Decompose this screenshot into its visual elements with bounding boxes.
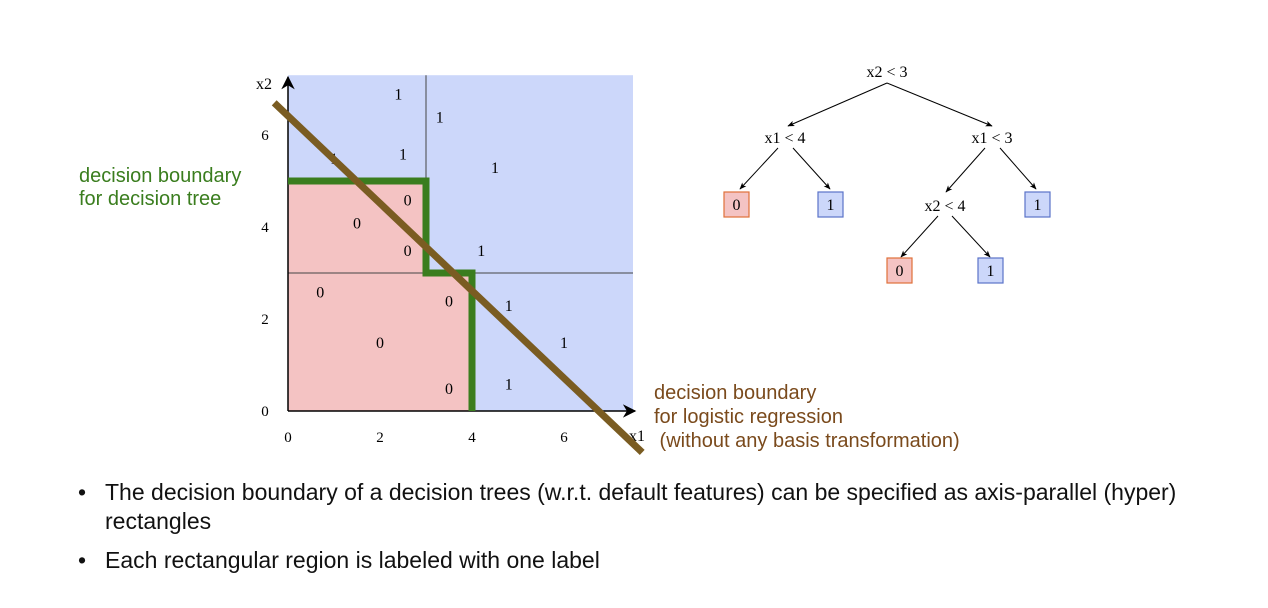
bullet-item: • Each rectangular region is labeled with… (78, 546, 1228, 575)
tree-leaf-rr: 1 (1024, 191, 1051, 218)
class-0-region (426, 273, 472, 411)
data-point-label: 0 (404, 243, 412, 260)
tree-leaf-box (817, 191, 844, 218)
x-tick-label: 2 (376, 430, 384, 446)
tree-edge-right-left (945, 147, 986, 193)
y-tick-label: 2 (261, 312, 269, 328)
data-point-label: 1 (560, 335, 568, 352)
data-point-label: 1 (436, 110, 444, 127)
data-point-label: 0 (353, 215, 361, 232)
tree-leaf-rlr: 1 (977, 257, 1004, 284)
bullet-dot: • (78, 547, 87, 573)
tree-edge-left-right (792, 147, 831, 190)
x-tick-label: 4 (468, 430, 476, 446)
data-point-label: 0 (404, 192, 412, 209)
y-axis-label: x2 (256, 76, 272, 93)
tree-edge-rl-right (951, 215, 991, 258)
data-point-label: 1 (399, 146, 407, 163)
tree-boundary-label-line2: for decision tree (79, 188, 221, 210)
tree-leaf-box (723, 191, 750, 218)
tree-edge-rl-left (900, 215, 939, 258)
bullet-text: Each rectangular region is labeled with … (105, 547, 600, 573)
tree-right-node: x1 < 3 (971, 130, 1012, 147)
data-point-label: 0 (445, 294, 453, 311)
tree-leaf-lr: 1 (817, 191, 844, 218)
logreg-boundary-label-line2: for logistic regression (654, 406, 843, 428)
tree-leaf-label: 1 (1034, 197, 1042, 214)
bullet-list: • The decision boundary of a decision tre… (78, 478, 1228, 585)
logreg-boundary-label-line3: (without any basis transformation) (654, 430, 960, 452)
data-point-label: 1 (477, 243, 485, 260)
bullet-item: • The decision boundary of a decision tre… (78, 478, 1228, 536)
tree-leaf-box (886, 257, 913, 284)
tree-leaf-label: 0 (896, 263, 904, 280)
tree-edge-root-right (886, 82, 993, 127)
bullet-dot: • (78, 479, 87, 505)
tree-edge-root-left (787, 82, 888, 127)
tree-leaf-box (1024, 191, 1051, 218)
tree-leaf-label: 1 (987, 263, 995, 280)
y-tick-label: 6 (261, 128, 269, 144)
data-point-label: 1 (505, 298, 513, 315)
bullet-text: The decision boundary of a decision tree… (105, 479, 1177, 534)
data-point-label: 0 (445, 381, 453, 398)
y-tick-label: 0 (261, 404, 269, 420)
tree-leaf-ll: 0 (723, 191, 750, 218)
tree-leaf-label: 1 (827, 197, 835, 214)
tree-edge-left-left (739, 147, 779, 190)
tree-edge-right-right (999, 147, 1037, 190)
data-point-label: 1 (394, 87, 402, 104)
tree-leaf-box (977, 257, 1004, 284)
y-tick-label: 4 (261, 220, 269, 236)
data-point-label: 1 (491, 160, 499, 177)
x-tick-label: 6 (560, 430, 568, 446)
logreg-boundary-label-line1: decision boundary (654, 382, 816, 404)
tree-leaf-label: 0 (733, 197, 741, 214)
tree-right-left-node: x2 < 4 (924, 198, 965, 215)
x-tick-label: 0 (284, 430, 292, 446)
tree-boundary-label-line1: decision boundary (79, 165, 241, 187)
decision-tree: x2 < 3 x1 < 4 x1 < 3 x2 < 4 0 1 1 0 1 (723, 64, 1051, 284)
data-point-label: 0 (316, 284, 324, 301)
feature-space-plot: 111110001001010102460246x2x1 (256, 75, 645, 455)
tree-boundary-annotation: decision boundary for decision tree (79, 165, 241, 210)
class-0-region (288, 181, 426, 411)
logreg-boundary-line (271, 100, 645, 455)
tree-left-node: x1 < 4 (764, 130, 805, 147)
data-point-label: 1 (505, 376, 513, 393)
tree-boundary-line (288, 177, 476, 411)
tree-root-node: x2 < 3 (866, 64, 907, 81)
data-point-label: 0 (376, 335, 384, 352)
tree-leaf-rll: 0 (886, 257, 913, 284)
logreg-boundary-annotation: decision boundary for logistic regressio… (654, 382, 960, 452)
